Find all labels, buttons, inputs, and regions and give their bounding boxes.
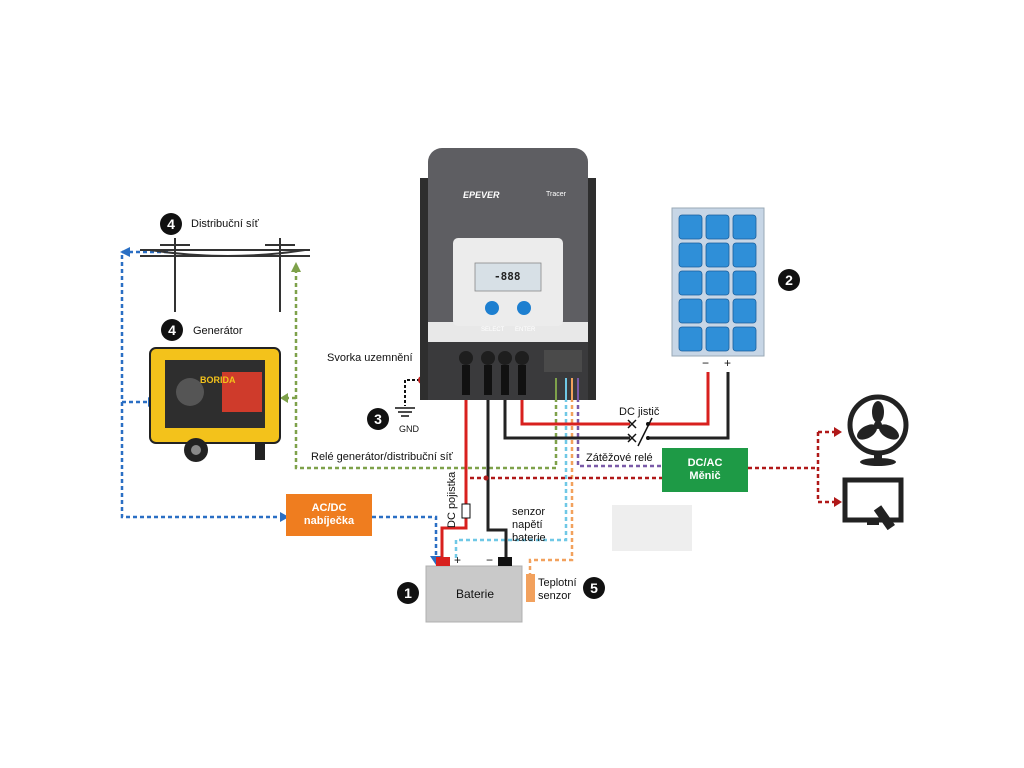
controller-brand: EPEVER: [463, 190, 500, 200]
dc-breaker-label: DC jistič: [619, 406, 660, 418]
temp-number-marker: 5: [583, 577, 605, 599]
voltage-sensor-label-1: senzor: [512, 506, 546, 518]
distribution-poles: [140, 238, 310, 312]
panel-minus-label: −: [702, 356, 710, 370]
gnd-label: GND: [399, 424, 419, 434]
inverter-output-arrows: [834, 427, 842, 507]
dc-fuse-label: DC pojistka: [446, 471, 458, 528]
generator-number-marker: 4: [161, 319, 183, 341]
solar-cell: [705, 298, 730, 324]
relay-link-arrows: [280, 262, 301, 403]
controller-model: Tracer: [546, 191, 566, 198]
panel-number-marker: 2: [778, 269, 800, 291]
load-relay-dashed: [576, 398, 662, 468]
select-button-label: SELECT: [481, 327, 505, 333]
voltage-sensor-label-3: baterie: [512, 532, 546, 544]
solar-cell: [732, 242, 757, 268]
battery-wires: [440, 360, 508, 557]
solar-cell: [732, 326, 757, 352]
temp-sensor-label-2: senzor: [538, 590, 572, 602]
battery-number-marker: 1: [397, 582, 419, 604]
battery-minus-label: −: [486, 553, 494, 567]
solar-cell: [705, 214, 730, 240]
dc-breaker-junctions: [646, 422, 650, 440]
generator-label: Generátor: [193, 325, 243, 337]
voltage-sensor-label-2: napětí: [512, 519, 543, 531]
solar-cell: [678, 214, 703, 240]
solar-cell: [705, 326, 730, 352]
generator-brand-label: BORIDA: [200, 375, 236, 385]
enter-button-label: ENTER: [515, 327, 536, 333]
solar-cell: [678, 326, 703, 352]
solar-cell: [732, 214, 757, 240]
fan: [847, 394, 909, 466]
inverter-output-dashed: [748, 430, 836, 504]
temp-sensor: [526, 574, 535, 602]
ground-terminal-label: Svorka uzemnění: [327, 352, 413, 364]
solar-cell: [678, 242, 703, 268]
wire-junction: [483, 475, 489, 481]
panel-plus-label: +: [724, 356, 732, 370]
voltage-sensor-dashed: [454, 398, 568, 558]
charger-box-line-1: AC/DC: [311, 502, 347, 514]
blank-panel: [612, 505, 692, 551]
tv: [842, 477, 904, 531]
charger-box-line-2: nabíječka: [303, 515, 355, 527]
charger-link-dashed: [120, 250, 438, 558]
inverter-box-line-2: Měnič: [689, 470, 721, 482]
generator: [149, 347, 281, 462]
load-relay-label: Zátěžové relé: [586, 452, 653, 464]
solar-cell: [705, 242, 730, 268]
battery-plus-label: +: [454, 553, 462, 567]
grid-label: Distribuční síť: [191, 218, 259, 230]
battery-label: Baterie: [456, 587, 495, 601]
inverter-box-line-1: DC/AC: [687, 457, 723, 469]
fuse: [461, 503, 471, 519]
solar-cell: [705, 270, 730, 296]
ground-number-marker: 3: [367, 408, 389, 430]
solar-panel: [671, 207, 765, 357]
solar-cell: [732, 298, 757, 324]
charge-controller: [420, 148, 596, 400]
dc-breaker-switch: [627, 417, 653, 447]
temp-sensor-label-1: Teplotní: [538, 577, 577, 589]
grid-number-marker: 4: [160, 213, 182, 235]
solar-cell: [678, 298, 703, 324]
dc-ac-inverter-box: DC/AC Měnič: [662, 448, 748, 492]
lcd-reading: -888: [494, 270, 521, 283]
battery: [425, 557, 523, 623]
solar-cell: [678, 270, 703, 296]
relay-label: Relé generátor/distribuční síť: [311, 451, 453, 463]
ac-dc-charger-box: AC/DC nabíječka: [286, 494, 372, 536]
solar-cell: [732, 270, 757, 296]
